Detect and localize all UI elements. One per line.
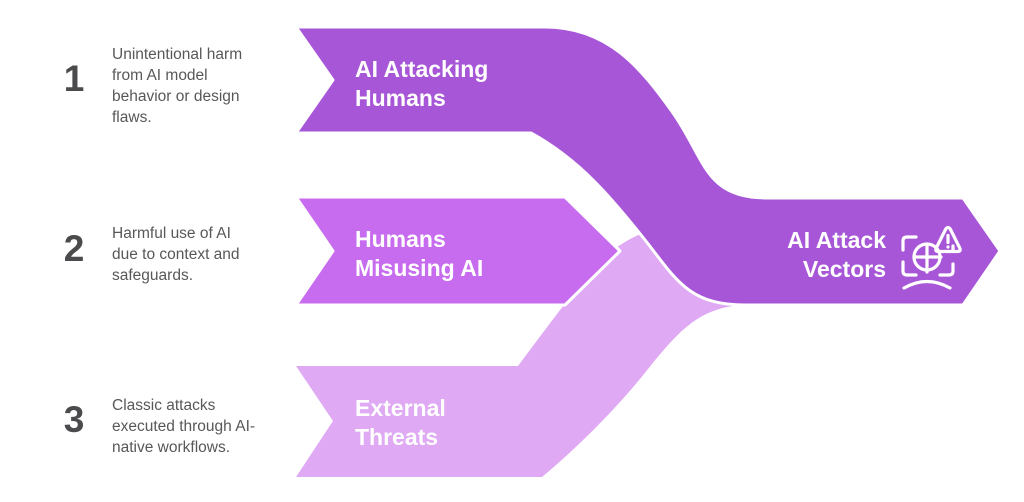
step-3-banner-label: External Threats bbox=[355, 395, 446, 450]
step-2-description: Harmful use of AI due to context and saf… bbox=[112, 225, 240, 284]
face-scan-warning-icon bbox=[901, 225, 962, 290]
step-3-description: Classic attacks executed through AI- nat… bbox=[112, 397, 256, 456]
result-label: AI Attack Vectors bbox=[787, 227, 886, 282]
step-2-number: 2 bbox=[63, 228, 85, 269]
warning-exclamation-dot bbox=[946, 245, 950, 249]
warning-triangle-icon bbox=[934, 225, 962, 254]
frown-curve bbox=[902, 279, 952, 290]
ai-attacking-humans-and-merged-band bbox=[294, 25, 1002, 307]
face-cross-lines bbox=[912, 242, 943, 274]
external-threats-band bbox=[296, 220, 786, 477]
step-2-banner-label: Humans Misusing AI bbox=[355, 226, 484, 281]
scan-frame-corners bbox=[901, 235, 955, 277]
humans-misusing-ai-band bbox=[294, 195, 622, 307]
step-1-number: 1 bbox=[63, 58, 85, 99]
step-1-banner-label: AI Attacking Humans bbox=[355, 56, 489, 111]
step-3-number: 3 bbox=[63, 399, 85, 440]
step-1-description: Unintentional harm from AI model behavio… bbox=[112, 46, 243, 126]
